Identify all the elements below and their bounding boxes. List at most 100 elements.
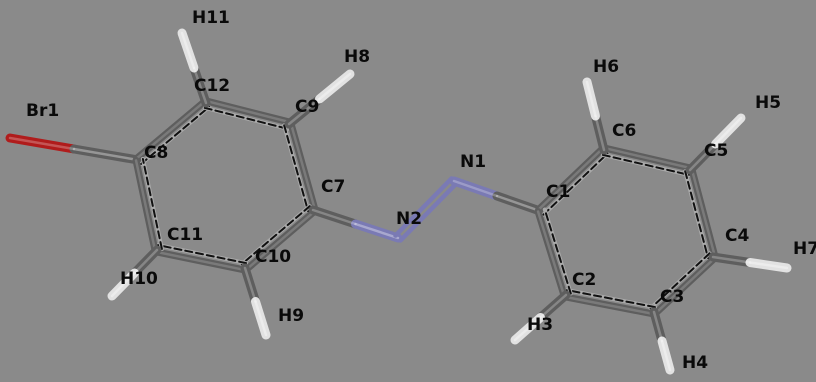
bond-c3-c2-dash <box>565 289 656 309</box>
bond-c12-c9-dash <box>203 106 289 130</box>
atom-label-c5: C5 <box>704 141 728 161</box>
bond-c7-c10-dash <box>240 205 311 266</box>
bond-c7-n2-shine-a <box>311 208 357 226</box>
bond-c10-c11-dash <box>157 244 248 265</box>
bond-c2-h3-half-b <box>510 313 545 345</box>
atom-label-c7: C7 <box>321 177 345 197</box>
bond-c5-c4-highlight <box>690 168 717 258</box>
bond-c12-h11-shine-b <box>180 31 196 70</box>
bond-c9-h8-shine-b <box>318 72 352 101</box>
bond-c10-c11-highlight <box>155 250 246 272</box>
bond-c9-h8-half-a <box>284 94 324 129</box>
bond-c12-h11-half-b <box>177 28 199 73</box>
bond-c4-h7-shine-a <box>711 255 752 264</box>
atom-label-br1: Br1 <box>26 101 59 121</box>
bond-c2-h3-shine-a <box>539 293 568 319</box>
bond-n2-n1-b <box>393 176 454 238</box>
bond-c4-h7-half-a <box>708 252 755 267</box>
bond-c5-c4-dash <box>684 170 710 260</box>
atom-label-c12: C12 <box>194 76 230 96</box>
bond-c9-c7-dash <box>283 124 310 213</box>
bond-c7-n2-half-a <box>308 205 360 229</box>
atom-label-h4: H4 <box>682 353 708 373</box>
bond-c7-n2-shine-b <box>354 222 400 240</box>
bond-br1-c8-half-b <box>69 144 143 165</box>
bond-c12-h11-shine-a <box>192 66 208 105</box>
bond-c11-h10-half-a <box>130 245 162 278</box>
bond-n2-n1-a <box>398 181 459 243</box>
bond-c2-c1-highlight <box>536 210 566 297</box>
atom-label-h3: H3 <box>527 315 553 335</box>
bond-c2-c1-dash <box>543 208 572 295</box>
atom-label-h6: H6 <box>593 57 619 77</box>
atom-labels-layer: Br1C8C12C9C7C10C11H11H8H9H10N2N1C1C6C5C4… <box>26 8 816 373</box>
bond-c6-c5-highlight <box>603 146 692 170</box>
bond-c5-h5-half-b <box>711 113 746 149</box>
bond-c11-h10-half-b <box>107 268 139 301</box>
bond-c11-c8-dash <box>141 157 163 250</box>
bond-c1-c6-dash <box>542 152 609 216</box>
atom-label-c10: C10 <box>255 247 291 267</box>
bond-c9-c7-highlight <box>289 122 317 211</box>
bond-c2-h3-half-a <box>536 290 571 322</box>
bond-c1-c6-highlight <box>537 147 604 211</box>
bond-br1-c8-half-a <box>5 133 79 154</box>
atom-label-h5: H5 <box>755 93 781 113</box>
atom-label-h7: H7 <box>793 239 816 259</box>
bond-n1-c1-half-b <box>492 191 545 216</box>
bond-c4-c3-highlight <box>654 257 716 315</box>
bond-c9-h8-shine-a <box>287 97 321 126</box>
atom-label-c3: C3 <box>660 287 684 307</box>
bond-c3-h4-half-b <box>657 336 675 375</box>
bonds-layer <box>5 28 792 375</box>
bond-c9-h8-half-b <box>315 69 355 104</box>
atom-label-h8: H8 <box>344 47 370 67</box>
bond-n1-c1-shine-a <box>452 179 499 198</box>
bond-c11-c8-highlight <box>134 159 157 252</box>
atom-label-h11: H11 <box>192 8 230 28</box>
bond-c7-n2-half-b <box>351 219 403 243</box>
bond-c5-h5-half-a <box>685 139 720 175</box>
bond-c6-h6-half-b <box>582 77 600 121</box>
bond-c8-c12-dash <box>140 105 211 165</box>
bond-br1-c8-shine-a <box>8 136 76 151</box>
bond-c6-h6-half-a <box>591 111 609 155</box>
bond-c10-h9-shine-a <box>243 266 257 303</box>
bond-c5-h5-shine-b <box>714 116 743 146</box>
atom-label-c1: C1 <box>546 182 570 202</box>
atom-label-c9: C9 <box>295 97 319 117</box>
bond-c11-h10-shine-b <box>110 271 136 298</box>
bond-c3-h4-shine-b <box>660 339 672 372</box>
bond-c8-c12-highlight <box>135 100 206 160</box>
atom-label-c6: C6 <box>612 121 636 141</box>
bond-c3-c2-highlight <box>564 295 655 316</box>
bond-br1-c8-shine-b <box>72 147 140 162</box>
bond-c10-h9-half-b <box>251 297 271 340</box>
bond-c10-h9-shine-b <box>254 300 268 337</box>
bond-c5-h5-shine-a <box>688 142 717 172</box>
bond-c2-h3-shine-b <box>513 316 542 342</box>
bond-c3-h4-shine-a <box>652 310 664 343</box>
bond-n1-c1-half-a <box>449 176 502 201</box>
bond-c4-h7-shine-b <box>748 261 789 270</box>
atom-label-c4: C4 <box>725 226 749 246</box>
bond-c3-h4-half-a <box>649 307 667 346</box>
bond-c7-c10-highlight <box>245 210 316 271</box>
bond-c6-h6-shine-a <box>594 114 606 152</box>
bond-c4-h7-half-b <box>745 258 792 273</box>
atom-label-c11: C11 <box>167 225 203 245</box>
bond-c11-h10-shine-a <box>133 248 159 275</box>
atom-label-n1: N1 <box>460 152 486 172</box>
atom-label-h10: H10 <box>120 269 158 289</box>
atom-label-h9: H9 <box>278 306 304 326</box>
bond-n1-c1-shine-b <box>495 194 542 213</box>
bond-c6-h6-shine-b <box>585 80 597 118</box>
bond-c6-c5-dash <box>601 153 690 176</box>
atom-label-c2: C2 <box>572 270 596 290</box>
atom-label-c8: C8 <box>144 143 168 163</box>
bond-c12-h11-half-a <box>189 63 211 108</box>
bond-c10-h9-half-a <box>240 263 260 306</box>
